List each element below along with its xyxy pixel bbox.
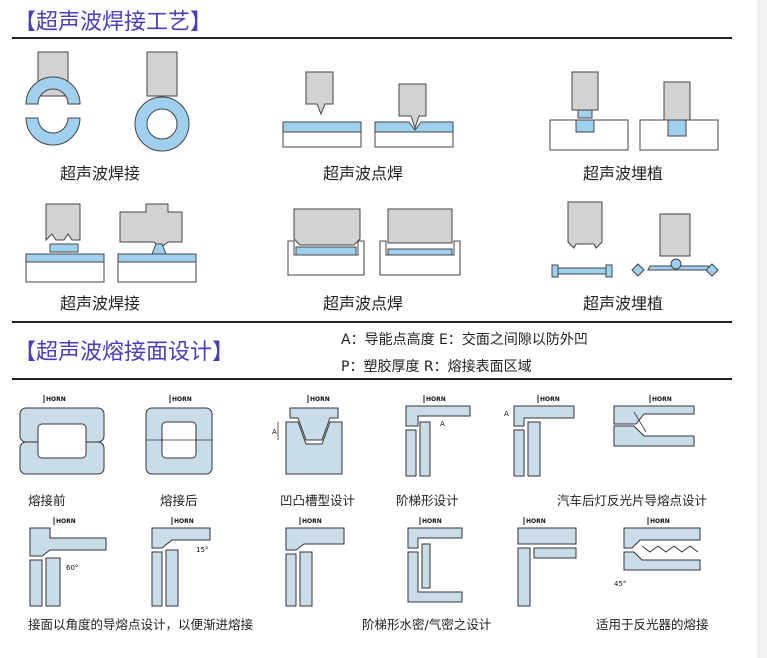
legend-line-2: P：塑胶厚度 R：熔接表面区域 (341, 359, 532, 375)
svg-text:HORN: HORN (526, 518, 546, 525)
design-caption-2: 熔接后 (160, 493, 198, 508)
svg-text:HORN: HORN (652, 396, 672, 403)
caption-row1-2: 超声波点焊 (323, 164, 404, 183)
svg-text:HORN: HORN (422, 518, 442, 525)
design-watertight-2: HORN (517, 517, 577, 607)
svg-text:HORN: HORN (172, 396, 192, 403)
design-caption-5: 汽车后灯反光片导熔点设计 (557, 493, 708, 508)
diagram-spot-weld (282, 71, 454, 148)
svg-text:HORN: HORN (302, 518, 322, 525)
diagram-embedding-2 (551, 201, 719, 278)
design-step: HORN A (405, 395, 471, 477)
diagram-spot-weld-2 (287, 208, 461, 276)
diagram-embedding (549, 71, 719, 151)
design-reflector-weld: HORN 45° (614, 517, 701, 588)
design-angle-60: HORN 60° (29, 517, 107, 607)
design-reflector-1: HORN A (504, 395, 575, 477)
design-after: HORN (145, 395, 213, 475)
section1-title: 【超声波焊接工艺】 (14, 10, 213, 35)
svg-text:HORN: HORN (426, 396, 446, 403)
design-caption-1: 熔接前 (28, 493, 66, 508)
design-watertight-1: HORN (407, 517, 463, 603)
caption-row1-3: 超声波埋植 (583, 164, 664, 183)
design-caption-7: 阶梯形水密/气密之设计 (362, 617, 492, 632)
legend-line-1: A：导能点高度 E：交面之间隙以防外凹 (341, 332, 588, 348)
diagram-ring-weld (25, 51, 190, 152)
design-reflector-2: HORN (613, 395, 695, 447)
section2-top-rule (12, 321, 732, 323)
design-caption-8: 适用于反光器的熔接 (596, 617, 709, 632)
section2-rule (12, 378, 732, 380)
svg-text:HORN: HORN (310, 396, 330, 403)
caption-row2-3: 超声波埋植 (583, 294, 664, 313)
design-caption-4: 阶梯形设计 (396, 493, 459, 508)
design-groove: HORN A (272, 395, 343, 475)
caption-row2-1: 超声波焊接 (60, 294, 141, 313)
design-angle-3: HORN (285, 517, 345, 607)
svg-text:60°: 60° (66, 564, 78, 572)
svg-text:HORN: HORN (540, 396, 560, 403)
svg-text:15°: 15° (196, 546, 208, 554)
design-caption-3: 凹凸槽型设计 (280, 493, 356, 508)
horn-label: HORN (46, 396, 66, 403)
svg-text:45°: 45° (614, 580, 626, 588)
design-caption-6: 接面以角度的导熔点设计，以便渐进熔接 (28, 617, 254, 632)
caption-row1-1: 超声波焊接 (60, 164, 141, 183)
svg-text:HORN: HORN (56, 518, 76, 525)
svg-text:A: A (272, 428, 277, 436)
section2-title: 【超声波熔接面设计】 (14, 340, 235, 365)
section1-rule (12, 37, 732, 39)
diagram-weld-2 (25, 203, 197, 283)
svg-text:A: A (504, 410, 509, 418)
svg-text:HORN: HORN (174, 518, 194, 525)
design-angle-15: HORN 15° (151, 517, 211, 607)
scrollbar-track[interactable] (757, 0, 767, 658)
design-before: HORN (19, 395, 105, 475)
svg-text:HORN: HORN (650, 518, 670, 525)
svg-text:A: A (440, 420, 445, 428)
caption-row2-2: 超声波点焊 (323, 294, 404, 313)
